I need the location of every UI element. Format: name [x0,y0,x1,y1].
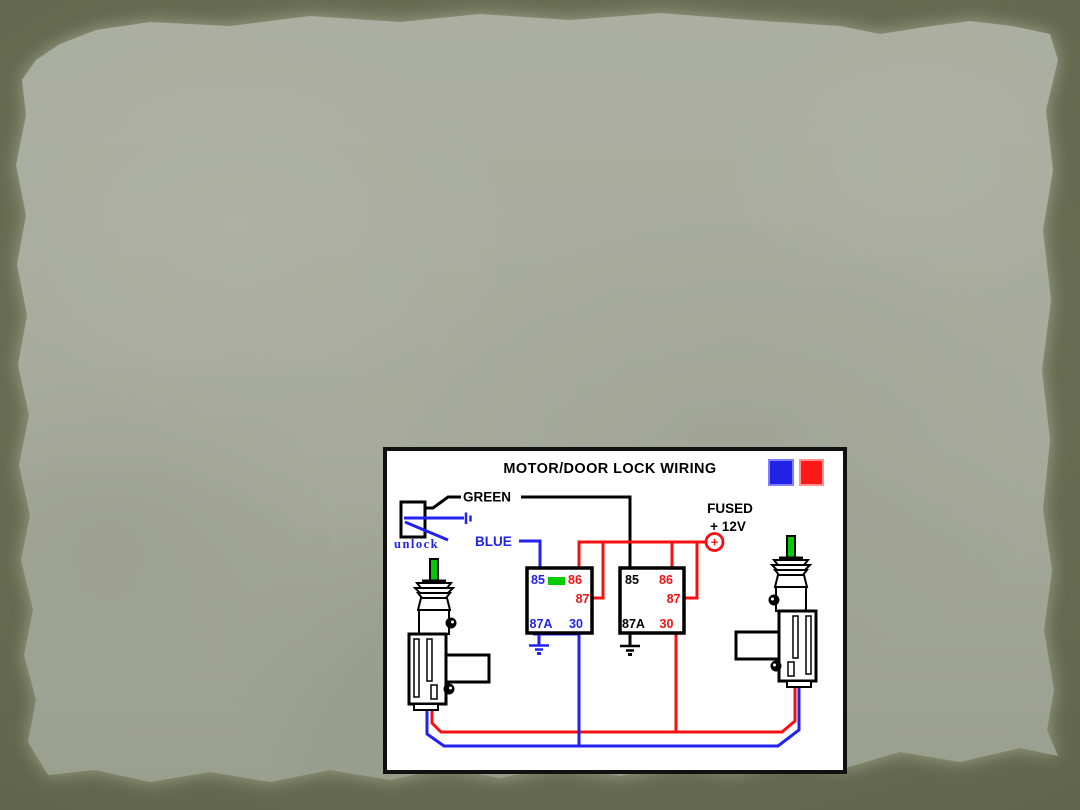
relay-left-green-jumper [548,577,565,585]
relay-right-pin-30-label: 30 [660,617,674,631]
diagram-title: MOTOR/DOOR LOCK WIRING [503,461,716,477]
wiring-diagram-panel: MOTOR/DOOR LOCK WIRING [383,447,847,774]
relay-right: 85 86 87 87A 30 [618,566,686,635]
fused-label: FUSED [707,501,753,516]
fused-12v-terminal-icon: + [704,532,725,552]
relay-right-pin-85-label: 85 [625,573,639,587]
black-wires [424,495,640,652]
relay-left-pin-86-label: 86 [568,573,582,587]
unlock-label: unlock [394,537,439,551]
ground-symbol-left [537,652,541,655]
ground-symbol-right [628,653,632,656]
relay-left-pin-87-label: 87 [576,592,590,606]
red-wires [430,540,797,734]
diagram-frame [383,447,847,774]
voltage-label: + 12V [710,519,746,534]
relay-left-pin-85-label: 85 [531,573,545,587]
wiring-diagram-svg: MOTOR/DOOR LOCK WIRING [383,447,847,774]
relay-left-pin-30-label: 30 [569,617,583,631]
relay-right-pin-87a-label: 87A [622,617,645,631]
fuse-plus-symbol: + [711,535,719,550]
legend-red-swatch [799,459,824,486]
legend-blue-swatch [768,459,794,486]
relay-right-pin-86-label: 86 [659,573,673,587]
relay-left: 85 86 87 87A 30 [525,566,594,635]
relay-right-pin-87-label: 87 [667,592,681,606]
blue-wire-label: BLUE [475,534,512,549]
green-wire-label: GREEN [463,490,511,505]
relay-left-pin-87a-label: 87A [530,617,553,631]
